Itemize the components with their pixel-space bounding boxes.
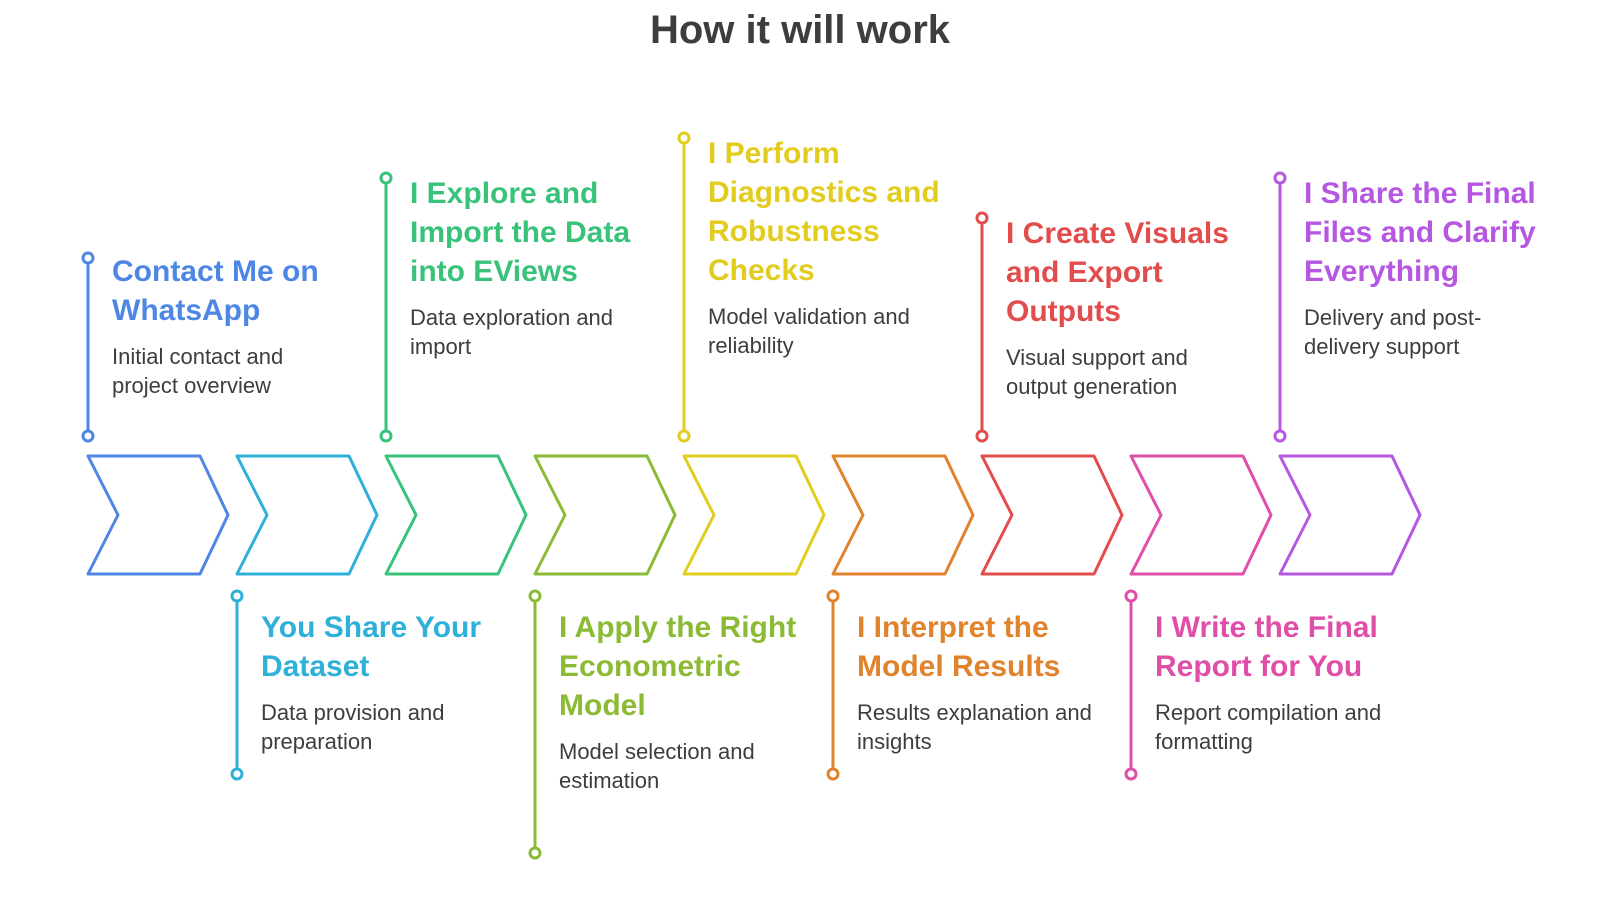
connector-dot-1-top (81, 251, 95, 265)
step-description: Model validation and reliability (708, 304, 910, 358)
chevron-step-9 (1278, 454, 1422, 576)
step-title: I Apply the Right Econometric Model (559, 611, 797, 722)
connector-dot-3-top (379, 171, 393, 185)
step-description: Initial contact and project overview (112, 344, 284, 398)
connector-dot-2-bottom (230, 767, 244, 781)
step-9: I Share the Final Files and Clarify Ever… (1304, 174, 1544, 361)
connector-dot-8-top (1124, 589, 1138, 603)
step-description: Data provision and preparation (261, 700, 445, 754)
connector-dot-8-bottom (1124, 767, 1138, 781)
step-description: Model selection and estimation (559, 739, 755, 793)
step-title: I Explore and Import the Data into EView… (410, 177, 631, 288)
connector-dot-6-top (826, 589, 840, 603)
connector-dot-5-top (677, 131, 691, 145)
step-title: I Write the Final Report for You (1155, 611, 1378, 683)
step-5: I Perform Diagnostics and Robustness Che… (708, 134, 948, 360)
connector-dot-7-bottom (975, 429, 989, 443)
step-3: I Explore and Import the Data into EView… (410, 174, 650, 361)
chevron-step-3 (384, 454, 528, 576)
step-title: I Interpret the Model Results (857, 611, 1061, 683)
step-description: Delivery and post-delivery support (1304, 305, 1482, 359)
step-title: I Perform Diagnostics and Robustness Che… (708, 137, 940, 287)
diagram-title: How it will work (649, 8, 951, 52)
chevron-step-1 (86, 454, 230, 576)
connector-dot-5-bottom (677, 429, 691, 443)
connector-dot-9-bottom (1273, 429, 1287, 443)
step-description: Data exploration and import (410, 305, 614, 359)
chevron-step-5 (682, 454, 826, 576)
step-title: Contact Me on WhatsApp (112, 255, 319, 327)
connector-dot-9-top (1273, 171, 1287, 185)
chevron-step-7 (980, 454, 1124, 576)
chevron-step-4 (533, 454, 677, 576)
connector-dot-3-bottom (379, 429, 393, 443)
step-title: I Share the Final Files and Clarify Ever… (1304, 177, 1536, 288)
step-description: Visual support and output generation (1006, 345, 1188, 399)
connector-dot-4-bottom (528, 846, 542, 860)
connector-dot-1-bottom (81, 429, 95, 443)
step-description: Report compilation and formatting (1155, 700, 1382, 754)
chevron-step-6 (831, 454, 975, 576)
connector-dot-7-top (975, 211, 989, 225)
connector-dot-4-top (528, 589, 542, 603)
chevron-step-2 (235, 454, 379, 576)
step-description: Results explanation and insights (857, 700, 1092, 754)
chevron-step-8 (1129, 454, 1273, 576)
connector-dot-2-top (230, 589, 244, 603)
step-title: I Create Visuals and Export Outputs (1006, 217, 1229, 328)
step-title: You Share Your Dataset (261, 611, 482, 683)
connector-dot-6-bottom (826, 767, 840, 781)
